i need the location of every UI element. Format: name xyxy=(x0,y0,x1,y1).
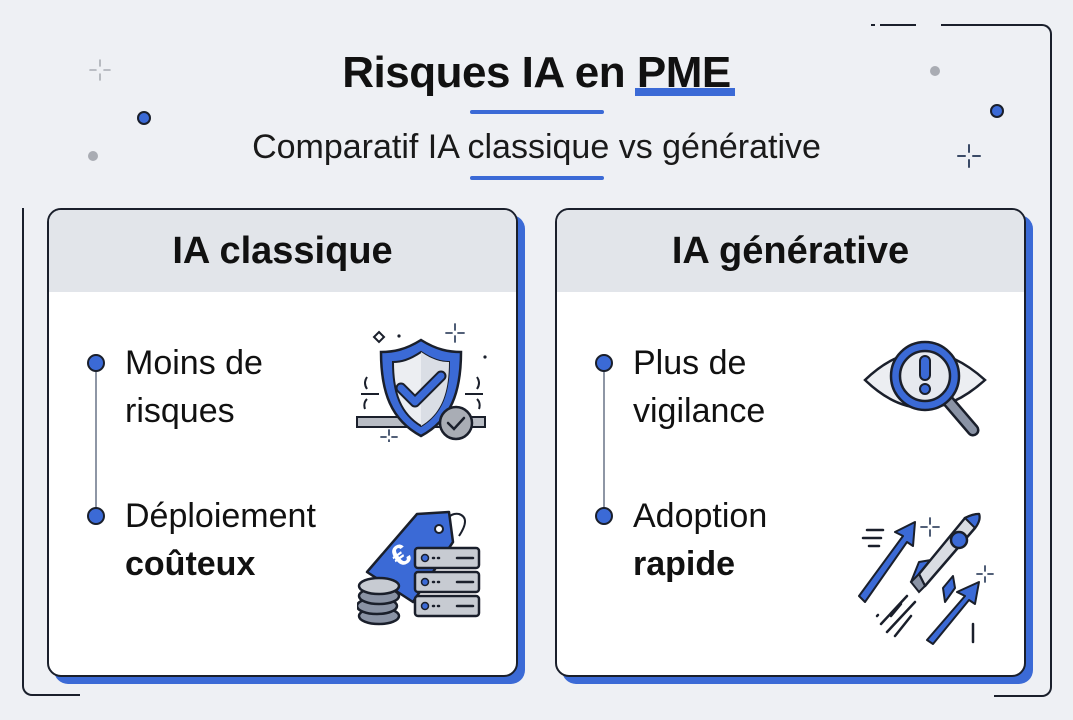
price-tag-servers-coins-icon: € xyxy=(357,510,481,626)
decorative-dash xyxy=(880,24,916,26)
item-line1: Déploiement xyxy=(125,497,316,535)
list-item: Adoption rapide xyxy=(633,492,767,588)
page-subtitle: Comparatif IA classique vs générative xyxy=(252,128,821,166)
item-line2: coûteux xyxy=(125,545,256,583)
timeline-bullet xyxy=(595,507,613,525)
card-header: IA classique xyxy=(49,210,516,292)
decorative-blue-dot xyxy=(990,104,1004,118)
subtitle-underline xyxy=(470,176,604,180)
item-line1: Adoption xyxy=(633,497,768,535)
title-prefix: Risques IA en xyxy=(342,48,637,97)
sparkle-icon xyxy=(957,144,981,168)
card-ia-classique: IA classique Moins de risques Déploiemen… xyxy=(47,208,525,684)
timeline-connector xyxy=(95,364,97,518)
decorative-frame-bottom-right xyxy=(994,560,1052,697)
item-line2: risques xyxy=(125,392,235,430)
title-underline xyxy=(470,110,604,114)
decorative-blue-dot xyxy=(137,111,151,125)
rocket-arrows-icon xyxy=(858,512,994,645)
list-item: Moins de risques xyxy=(125,339,263,435)
item-line1: Plus de xyxy=(633,344,747,382)
timeline-bullet xyxy=(595,354,613,372)
decorative-grey-dot xyxy=(930,66,940,76)
item-line2: vigilance xyxy=(633,392,766,430)
sparkle-icon xyxy=(89,59,111,81)
timeline-bullet xyxy=(87,354,105,372)
card-header: IA générative xyxy=(557,210,1024,292)
decorative-dash xyxy=(871,24,875,26)
page-title: Risques IA en PME xyxy=(0,48,1073,98)
decorative-frame-gap xyxy=(915,22,941,28)
item-line1: Moins de xyxy=(125,344,263,382)
title-highlight: PME xyxy=(634,48,735,97)
card-body: IA générative Plus de vigilance Adoption… xyxy=(555,208,1026,677)
decorative-grey-dot xyxy=(88,151,98,161)
card-ia-generative: IA générative Plus de vigilance Adoption… xyxy=(555,208,1033,684)
decorative-frame-bottom-left xyxy=(22,208,80,696)
card-body: IA classique Moins de risques Déploiemen… xyxy=(47,208,518,677)
list-item: Déploiement coûteux xyxy=(125,492,316,588)
item-line2: rapide xyxy=(633,545,736,583)
decorative-frame-top-right xyxy=(905,24,1052,626)
list-item: Plus de vigilance xyxy=(633,339,765,435)
shield-check-icon xyxy=(356,323,487,442)
timeline-bullet xyxy=(87,507,105,525)
eye-magnifier-alert-icon xyxy=(863,340,987,437)
timeline-connector xyxy=(603,364,605,518)
